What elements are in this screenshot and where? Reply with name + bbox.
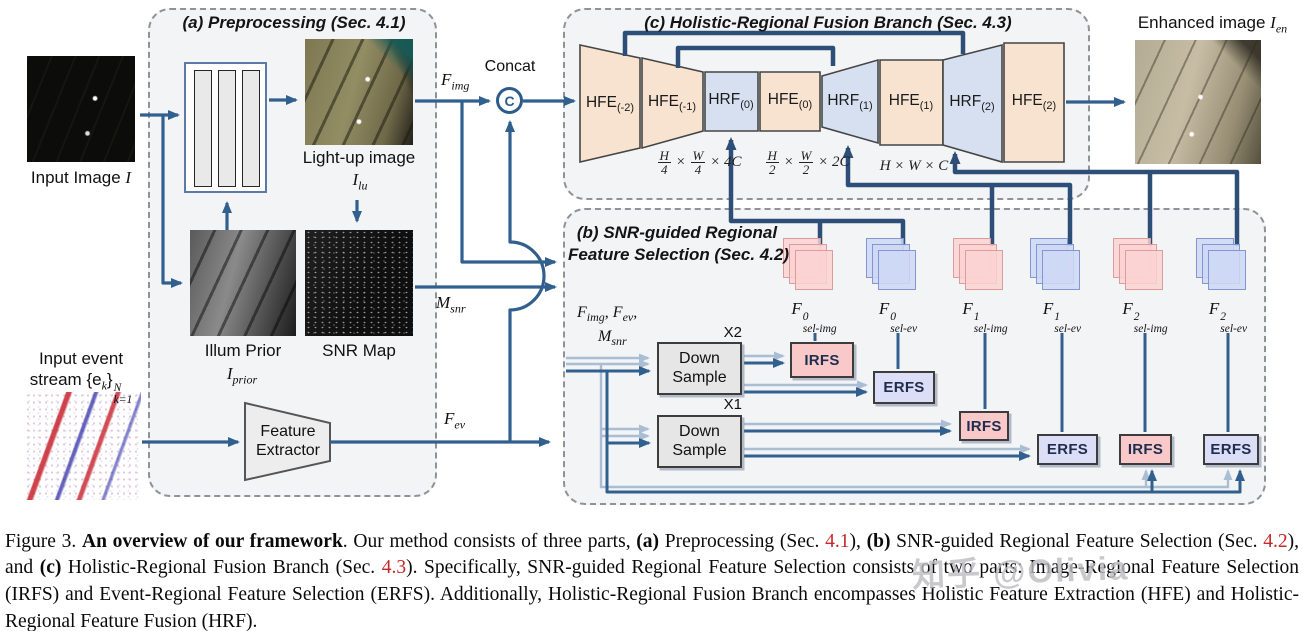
illum-prior-label: Illum Prior bbox=[204, 341, 282, 360]
x1-label: X1 bbox=[723, 396, 742, 413]
event-stream-label-line1: Input event bbox=[38, 349, 124, 368]
hfe-minus1-label: HFE(-1) bbox=[647, 92, 697, 114]
figure-caption: Figure 3. An overview of our framework. … bbox=[5, 530, 1299, 631]
input-to-illum-arrow bbox=[161, 115, 183, 288]
f-img-branch-to-b bbox=[460, 101, 557, 267]
feed-scale0-to-hrf0 bbox=[725, 137, 906, 246]
stack-f-sel-img-0 bbox=[783, 238, 835, 292]
skip-connections bbox=[622, 30, 966, 68]
hfe-0-label: HFE(0) bbox=[767, 90, 813, 112]
section-b-title-line1: (b) SNR-guided Regional bbox=[576, 223, 778, 242]
hrf-2-label: HRF(2) bbox=[949, 92, 995, 114]
hfe-2-block bbox=[1003, 42, 1065, 163]
feed-scale2-to-hrf2 bbox=[949, 151, 1240, 246]
hfe-1-label: HFE(1) bbox=[888, 91, 934, 113]
diagram-overlay bbox=[140, 30, 1245, 494]
section-b-title: (b) SNR-guided Regional Feature Selectio… bbox=[568, 222, 790, 266]
encoder-bar bbox=[218, 70, 236, 187]
light-trunk-rail bbox=[599, 364, 1233, 489]
flow-arrows bbox=[140, 95, 1126, 447]
irfs-box-scale1: IRFS bbox=[959, 411, 1009, 441]
m-snr-label: Msnr bbox=[436, 293, 466, 316]
illum-prior-photo bbox=[190, 230, 296, 336]
hfe-minus2-label: HFE(-2) bbox=[585, 93, 635, 115]
input-image-label: Input Image I bbox=[30, 168, 132, 187]
erfs-box-scale2: ERFS bbox=[1203, 434, 1259, 465]
stack-f-sel-img-1 bbox=[953, 238, 1005, 292]
erfs-box-scale0: ERFS bbox=[873, 371, 935, 404]
illumination-encoder bbox=[184, 62, 267, 193]
dark-trunk-rail bbox=[605, 371, 1245, 494]
concat-symbol: C bbox=[504, 92, 515, 109]
hfe-minus2-block bbox=[579, 44, 641, 164]
illum-prior-symbol: Iprior bbox=[226, 364, 258, 387]
b-inputs-label-line1: Fimg, Fev, bbox=[577, 304, 638, 325]
stack-f-sel-ev-1 bbox=[1030, 238, 1082, 292]
hrf-1-label: HRF(1) bbox=[827, 91, 873, 113]
concat-node: C bbox=[496, 87, 523, 114]
hrf-0-block bbox=[704, 71, 759, 132]
snr-map-label: SNR Map bbox=[322, 341, 396, 360]
hrf-0-label: HRF(0) bbox=[708, 90, 754, 112]
b-inputs-label-line2: Msnr bbox=[598, 328, 627, 349]
f-ev-label: Fev bbox=[444, 409, 466, 432]
encoder-bar bbox=[194, 70, 212, 187]
enhanced-image-label: Enhanced image Ien bbox=[1137, 13, 1288, 36]
event-stream-photo bbox=[25, 392, 141, 500]
hfe-0-block bbox=[759, 71, 821, 132]
hrf-1-block bbox=[821, 58, 879, 145]
stack-f-sel-ev-0 bbox=[866, 238, 918, 292]
section-a-title: (a) Preprocessing (Sec. 4.1) bbox=[182, 13, 406, 32]
irfs-box-scale2: IRFS bbox=[1119, 434, 1172, 465]
input-image-photo bbox=[27, 56, 135, 162]
erfs-box-scale1: ERFS bbox=[1037, 434, 1098, 465]
hrf-2-block bbox=[942, 43, 1003, 164]
section-b-title-line2: Feature Selection (Sec. 4.2) bbox=[568, 245, 790, 264]
selection-lines bbox=[566, 333, 1245, 494]
hfe-2-label: HFE(2) bbox=[1011, 91, 1057, 113]
lightup-image-label: Light-up image bbox=[302, 148, 416, 167]
lightup-image-photo bbox=[305, 39, 413, 145]
dim-full-label: H × W × C bbox=[879, 158, 949, 174]
stack-f-sel-img-2 bbox=[1113, 238, 1165, 292]
encoder-bar bbox=[242, 70, 260, 187]
fusion-blocks bbox=[579, 42, 1065, 164]
enhanced-image-photo bbox=[1135, 40, 1261, 164]
concat-label: Concat bbox=[484, 58, 536, 75]
snr-map-photo bbox=[305, 230, 413, 336]
lightup-symbol: Ilu bbox=[352, 170, 368, 193]
section-c-title: (c) Holistic-Regional Fusion Branch (Sec… bbox=[644, 13, 1012, 32]
feature-extractor-label: Feature Extractor bbox=[255, 423, 320, 459]
f-img-label: Fimg bbox=[441, 70, 470, 93]
stack-f-sel-ev-2 bbox=[1196, 238, 1248, 292]
x2-label: X2 bbox=[723, 324, 742, 341]
light-lines bbox=[566, 351, 1233, 489]
skip-hfe-1-to-hrf1 bbox=[675, 45, 836, 68]
skip-hfe-2-to-hrf2 bbox=[622, 30, 966, 56]
feed-scale1-to-hrf1 bbox=[842, 145, 1073, 246]
hfe-minus1-block bbox=[641, 56, 704, 150]
f-ev-riser-to-concat bbox=[505, 120, 546, 442]
irfs-box-scale0: IRFS bbox=[790, 342, 854, 378]
feature-extractor-shape bbox=[244, 401, 331, 482]
